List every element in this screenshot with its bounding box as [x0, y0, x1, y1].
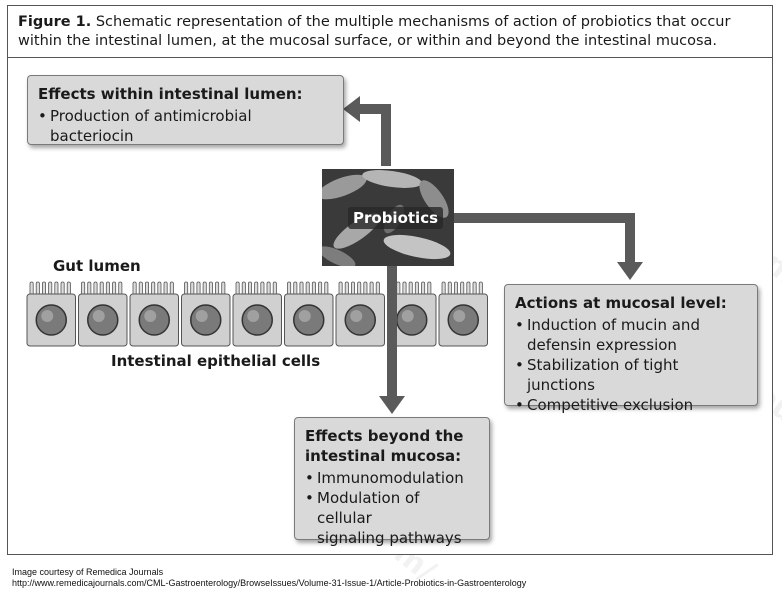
caption-line-2: within the intestinal lumen, at the muco… [18, 33, 718, 49]
epithelial-cell [129, 281, 179, 347]
credit-url: http://www.remedicajournals.com/CML-Gast… [12, 578, 527, 588]
bacteria-illustration [322, 169, 454, 266]
caption-line-1: Schematic representation of the multiple… [95, 14, 731, 30]
beyond-mucosa-list: Immunomodulation Modulation of cellulars… [305, 468, 479, 548]
epithelial-cells-label: Intestinal epithelial cells [111, 352, 321, 370]
mucosal-actions-title: Actions at mucosal level: [515, 294, 727, 312]
epithelial-cell [284, 281, 334, 347]
arrow-to-mucosal [446, 213, 635, 264]
arrow-head-mucosal [617, 262, 643, 280]
figure-number: Figure 1. [18, 14, 92, 30]
figure-frame: Figure 1. Schematic representation of th… [7, 5, 773, 555]
epithelial-cell [26, 281, 76, 347]
probiotics-image [322, 169, 454, 266]
figure-caption: Figure 1. Schematic representation of th… [8, 6, 772, 58]
image-credit: Image courtesy of Remedica Journals http… [12, 567, 526, 589]
arrow-head-beyond [379, 396, 405, 414]
epithelial-cell [335, 281, 385, 347]
credit-line-1: Image courtesy of Remedica Journals [12, 567, 164, 577]
lumen-effects-box: Effects within intestinal lumen: Product… [27, 75, 344, 145]
epithelial-cell [78, 281, 128, 347]
epithelial-cell-row [26, 281, 488, 347]
mucosal-action-item: Stabilization of tight junctions [515, 355, 747, 395]
epithelial-cell [232, 281, 282, 347]
diagram-graphics [26, 96, 643, 414]
arrow-to-lumen [358, 104, 391, 166]
mucosal-action-item: Competitive exclusion [515, 395, 747, 415]
arrow-head-lumen [343, 96, 360, 122]
epithelial-cell [438, 281, 488, 347]
probiotics-label: Probiotics [348, 207, 444, 229]
mucosal-actions-box: Actions at mucosal level: Induction of m… [504, 284, 758, 415]
gut-lumen-label: Gut lumen [53, 257, 141, 275]
lumen-effect-item: Production of antimicrobial bacteriocin [38, 106, 333, 146]
epithelial-cell [181, 281, 231, 347]
lumen-effects-list: Production of antimicrobial bacteriocin [38, 106, 333, 146]
epithelial-cell [387, 281, 437, 347]
beyond-mucosa-item: Immunomodulation [305, 468, 479, 488]
lumen-effects-title: Effects within intestinal lumen: [38, 85, 303, 103]
